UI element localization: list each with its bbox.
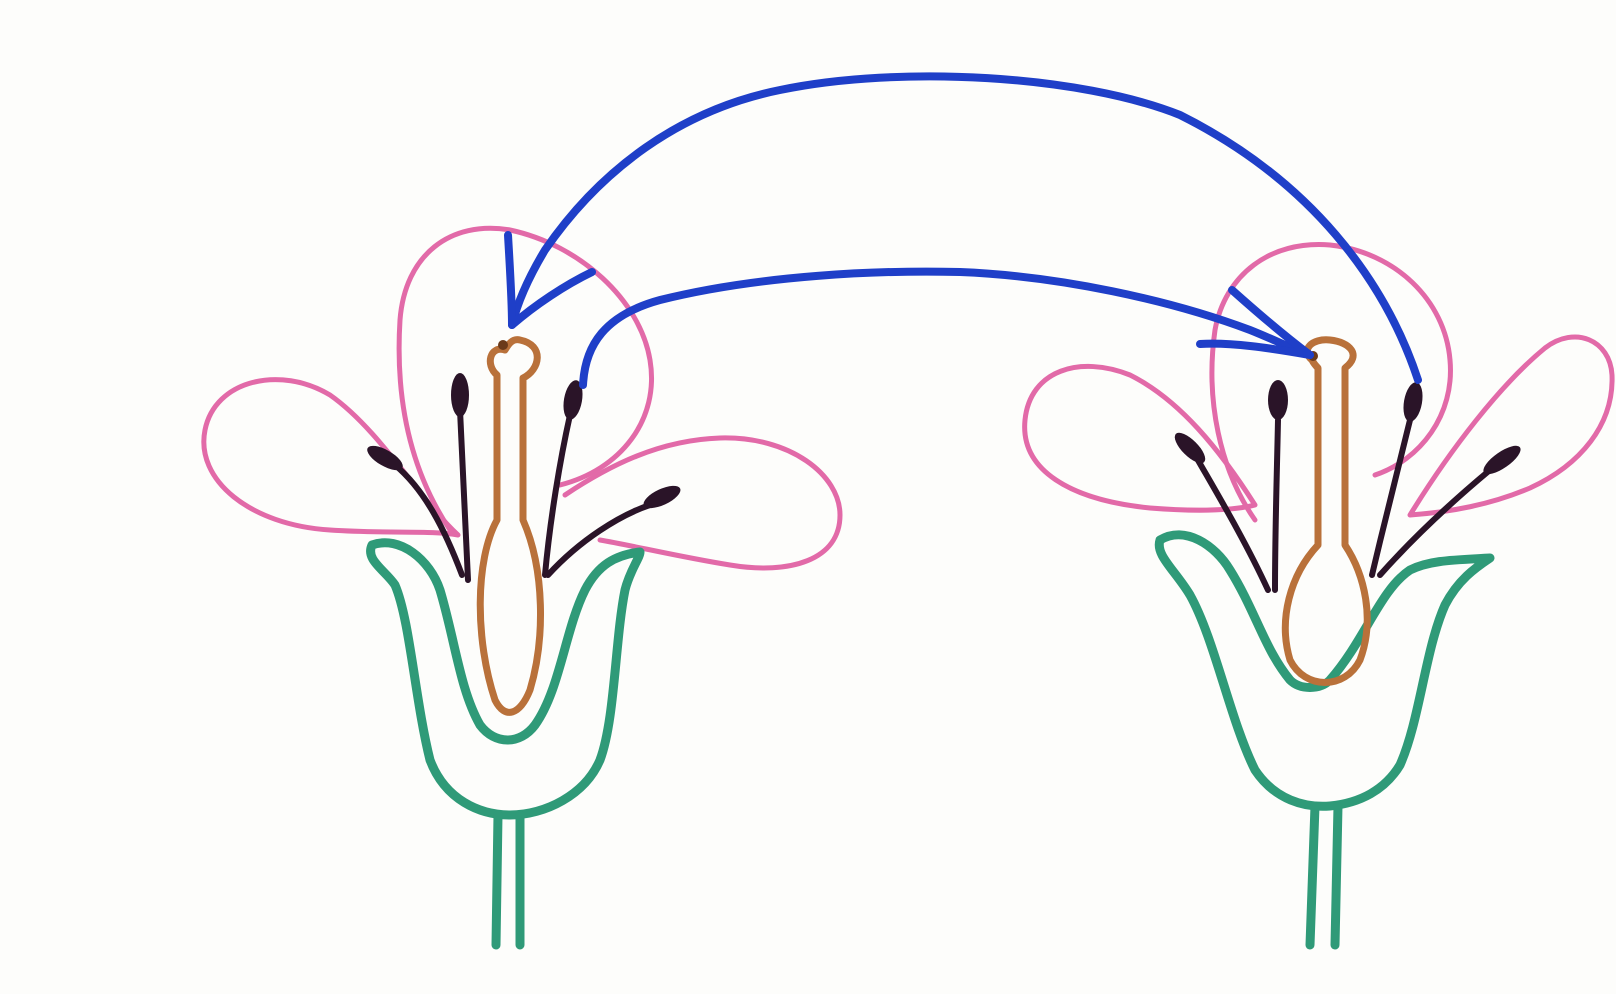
left-flower-petal-right [565, 438, 840, 568]
left-flower-petal-left [204, 380, 458, 535]
lower-arrow [583, 272, 1310, 385]
right-flower-sepal [1159, 535, 1490, 806]
left-stamen-1-filament [460, 410, 468, 580]
right-stamen-1-filament [1275, 420, 1278, 590]
right-flower-pistil [1285, 340, 1367, 683]
right-flower-petal-top [1212, 245, 1451, 520]
right-stamen-1-anther [1268, 380, 1288, 420]
left-flower-pistil [480, 340, 540, 713]
left-flower [204, 228, 840, 945]
left-flower-stigma [498, 340, 508, 350]
left-flower-sepal [371, 543, 640, 815]
left-flower-stem [496, 815, 520, 945]
right-stamen-3-anther [1401, 381, 1426, 424]
left-stamen-2-filament [395, 465, 462, 575]
right-flower-stem [1310, 806, 1338, 945]
right-stamen-4-anther [1479, 441, 1524, 479]
right-flower-petal-right [1410, 337, 1612, 515]
left-stamen-1-anther [451, 373, 469, 417]
right-flower [1025, 245, 1612, 945]
